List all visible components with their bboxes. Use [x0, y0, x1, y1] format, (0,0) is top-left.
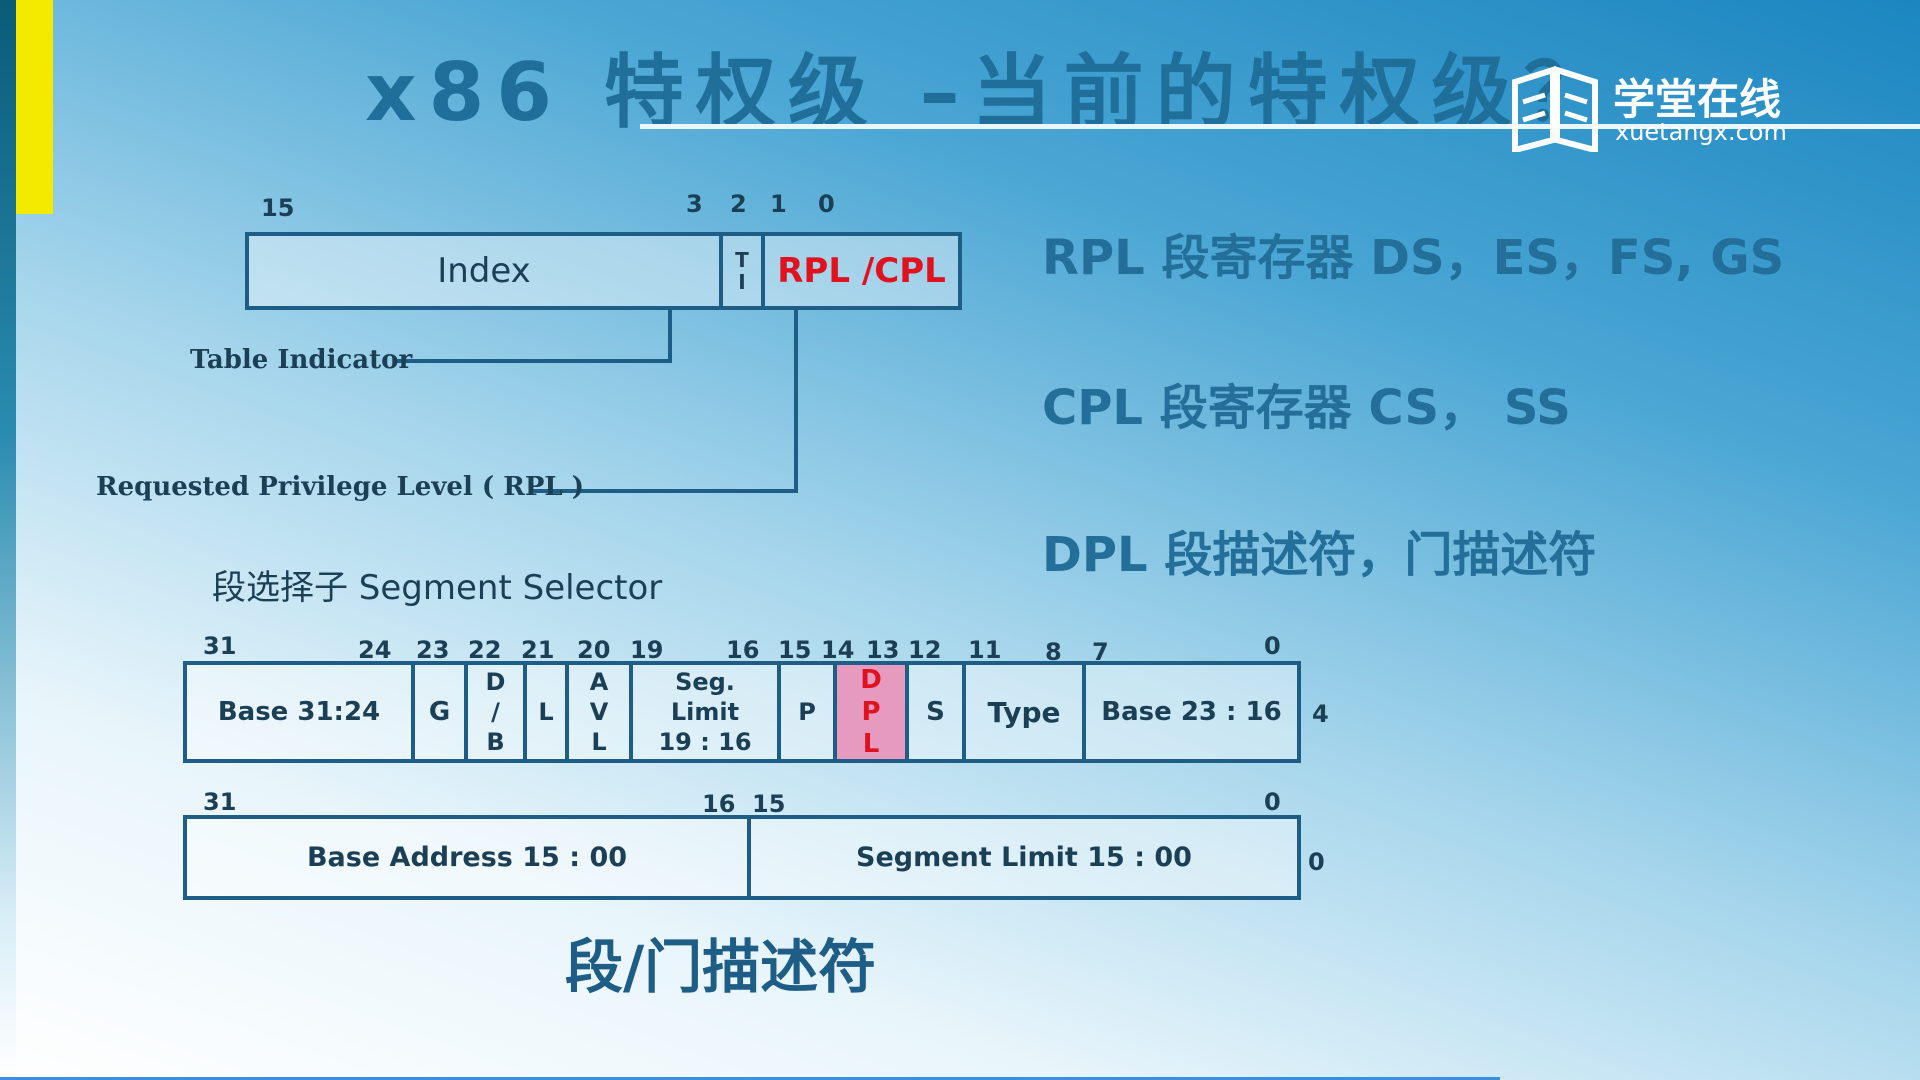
- bit-label: 12: [908, 636, 942, 664]
- db-field: D / B: [464, 665, 523, 759]
- bit-label: 22: [468, 636, 502, 664]
- logo-text-cn: 学堂在线: [1613, 75, 1782, 124]
- bit-label: 15: [261, 194, 295, 222]
- bit-label: 21: [521, 636, 555, 664]
- base-address-15-00-field: Base Address 15 : 00: [306, 842, 628, 873]
- dword-offset-label: 0: [1308, 848, 1325, 876]
- descriptor-caption: 段/门描述符: [565, 933, 877, 1001]
- bit-label: 31: [203, 632, 237, 660]
- bit-label: 7: [1092, 638, 1109, 666]
- bit-label: 24: [358, 636, 392, 664]
- base-23-16-field: Base 23 : 16: [1082, 665, 1297, 759]
- bit-label: 16: [726, 636, 760, 664]
- p-field: P: [777, 665, 833, 759]
- s-field: S: [905, 665, 962, 759]
- bit-label: 15: [778, 636, 812, 664]
- bit-label: 13: [866, 636, 900, 664]
- bit-label: 16: [702, 790, 736, 818]
- bit-label: 11: [968, 636, 1002, 664]
- table-indicator-label: Table Indicator: [190, 345, 413, 375]
- slide-title: x86 特权级 –当前的特权级？: [365, 46, 1616, 139]
- type-field: Type: [962, 665, 1082, 759]
- bit-label: 20: [577, 636, 611, 664]
- title-underline: [640, 124, 1920, 129]
- selector-caption: 段选择子 Segment Selector: [212, 568, 663, 608]
- l-field: L: [523, 665, 565, 759]
- rpl-cpl-field: RPL /CPL: [761, 236, 958, 306]
- bit-label: 3: [686, 190, 703, 218]
- bit-label: 19: [630, 636, 664, 664]
- segment-limit-15-00-field: Segment Limit 15 : 00: [747, 819, 1297, 896]
- bit-label: 8: [1045, 638, 1062, 666]
- ti-field: T I: [719, 236, 761, 306]
- rpl-label: Requested Privilege Level ( RPL ): [96, 472, 585, 502]
- xuetangx-logo: 学堂在线 xuetangx.com: [1505, 62, 1820, 157]
- bit-label: 15: [752, 790, 786, 818]
- base-31-24-field: Base 31:24: [217, 697, 381, 727]
- rpl-connector: [530, 489, 798, 493]
- seg-limit-19-16-field: Seg. Limit 19 : 16: [629, 665, 777, 759]
- bottom-progress-line: [0, 1077, 1500, 1080]
- rpl-connector: [794, 310, 798, 493]
- dpl-field: D P L: [833, 665, 905, 759]
- note-rpl: RPL 段寄存器 DS，ES，FS, GS: [1042, 230, 1785, 286]
- bit-label: 14: [821, 636, 855, 664]
- note-dpl: DPL 段描述符，门描述符: [1042, 527, 1597, 583]
- g-field: G: [411, 665, 464, 759]
- index-field: Index: [437, 251, 531, 291]
- bit-label: 1: [770, 190, 787, 218]
- yellow-accent-bar: [16, 0, 53, 214]
- book-logo-icon: [1512, 65, 1598, 152]
- selector-register-box: Index T I RPL /CPL: [245, 232, 962, 310]
- bit-label: 0: [1264, 788, 1281, 816]
- note-cpl: CPL 段寄存器 CS， SS: [1042, 380, 1571, 436]
- avl-field: A V L: [565, 665, 629, 759]
- bit-label: 2: [730, 190, 747, 218]
- ti-connector: [668, 310, 672, 363]
- bit-label: 23: [416, 636, 450, 664]
- bit-label: 0: [818, 190, 835, 218]
- bit-label: 31: [203, 788, 237, 816]
- dword-offset-label: 4: [1312, 700, 1329, 728]
- logo-text-en: xuetangx.com: [1615, 118, 1787, 146]
- bit-label: 0: [1264, 632, 1281, 660]
- left-edge-strip: [0, 0, 16, 1080]
- descriptor-lower-dword: Base Address 15 : 00 Segment Limit 15 : …: [183, 815, 1301, 900]
- ti-connector: [396, 359, 672, 363]
- descriptor-upper-dword: Base 31:24 G D / B L A V L Seg. Limit 19…: [183, 661, 1301, 763]
